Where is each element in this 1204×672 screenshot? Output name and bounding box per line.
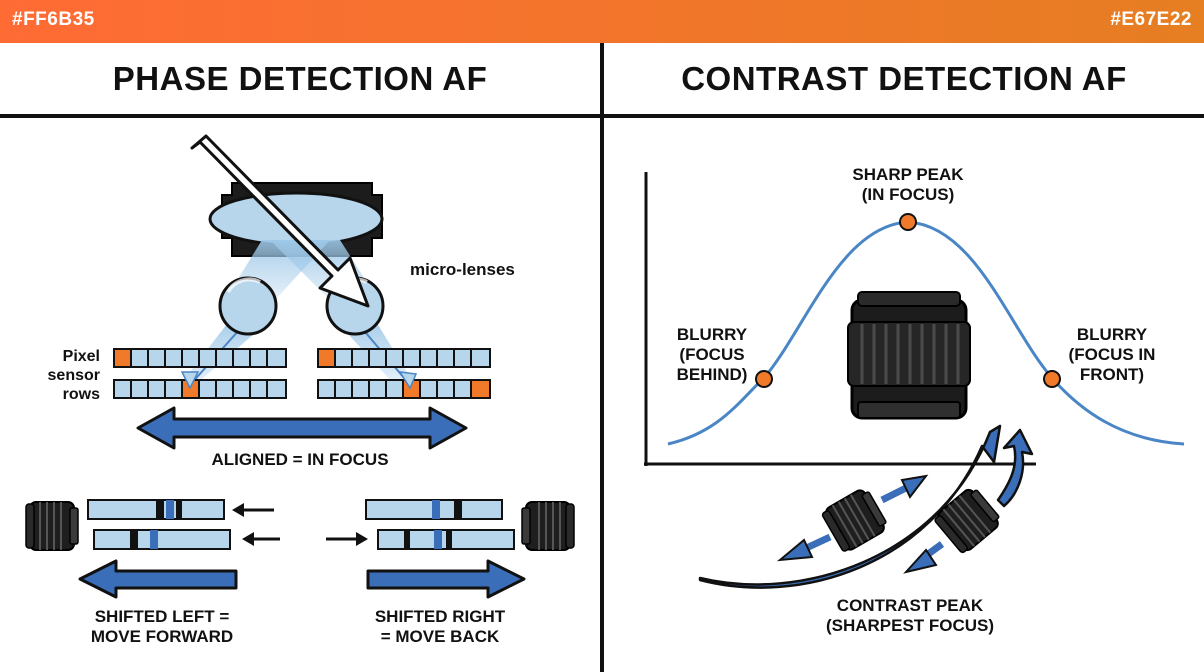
left-color-label: #FF6B35 xyxy=(12,9,95,30)
pixel-sensor-rows xyxy=(113,348,491,399)
pixel-sensor-rows-label: Pixel sensor rows xyxy=(47,348,100,403)
focus-return-arrow-icon xyxy=(996,428,1034,508)
lens-right-icon xyxy=(521,501,575,551)
contrast-peak-label: CONTRAST PEAK (SHARPEST FOCUS) xyxy=(825,596,995,635)
camera-lens-icon xyxy=(847,291,971,420)
small-double-arrow-right-icon xyxy=(903,541,945,574)
lens-left-icon xyxy=(25,501,79,551)
phase-detection-title: PHASE DETECTION AF xyxy=(112,60,488,97)
blurry-behind-label: BLURRY (FOCUS BEHIND) xyxy=(676,325,748,384)
incoming-light-arrow-icon xyxy=(190,134,370,308)
sharp-peak-label: SHARP PEAK (IN FOCUS) xyxy=(852,165,964,204)
shifted-right-bars xyxy=(365,499,515,550)
sharp-peak-dot xyxy=(899,213,917,231)
header-bar: #FF6B35 #E67E22 xyxy=(0,0,1204,43)
small-lens-left-icon xyxy=(819,485,891,555)
aligned-in-focus-label: ALIGNED = IN FOCUS xyxy=(211,450,389,469)
focus-sweep-arrow-icon xyxy=(698,424,1002,589)
small-double-arrow-left-icon xyxy=(776,474,929,562)
micro-lenses-label: micro-lenses xyxy=(410,260,515,279)
blurry-front-label: BLURRY (FOCUS IN FRONT) xyxy=(1068,325,1156,384)
blurry-front-dot xyxy=(1043,370,1061,388)
contrast-detection-title: CONTRAST DETECTION AF xyxy=(681,60,1127,97)
contrast-graph-axes xyxy=(644,172,1036,466)
shifted-left-bars xyxy=(87,499,231,550)
move-back-arrow-icon xyxy=(366,559,526,599)
shifted-left-label: SHIFTED LEFT = MOVE FORWARD xyxy=(90,607,234,646)
move-forward-arrow-icon xyxy=(78,559,238,599)
blurry-behind-dot xyxy=(755,370,773,388)
micro-lens-left-icon xyxy=(218,276,278,336)
right-color-label: #E67E22 xyxy=(1110,9,1192,30)
shifted-right-label: SHIFTED RIGHT = MOVE BACK xyxy=(374,607,506,646)
small-lens-right-icon xyxy=(931,483,1005,557)
aligned-double-arrow-icon xyxy=(136,406,468,450)
